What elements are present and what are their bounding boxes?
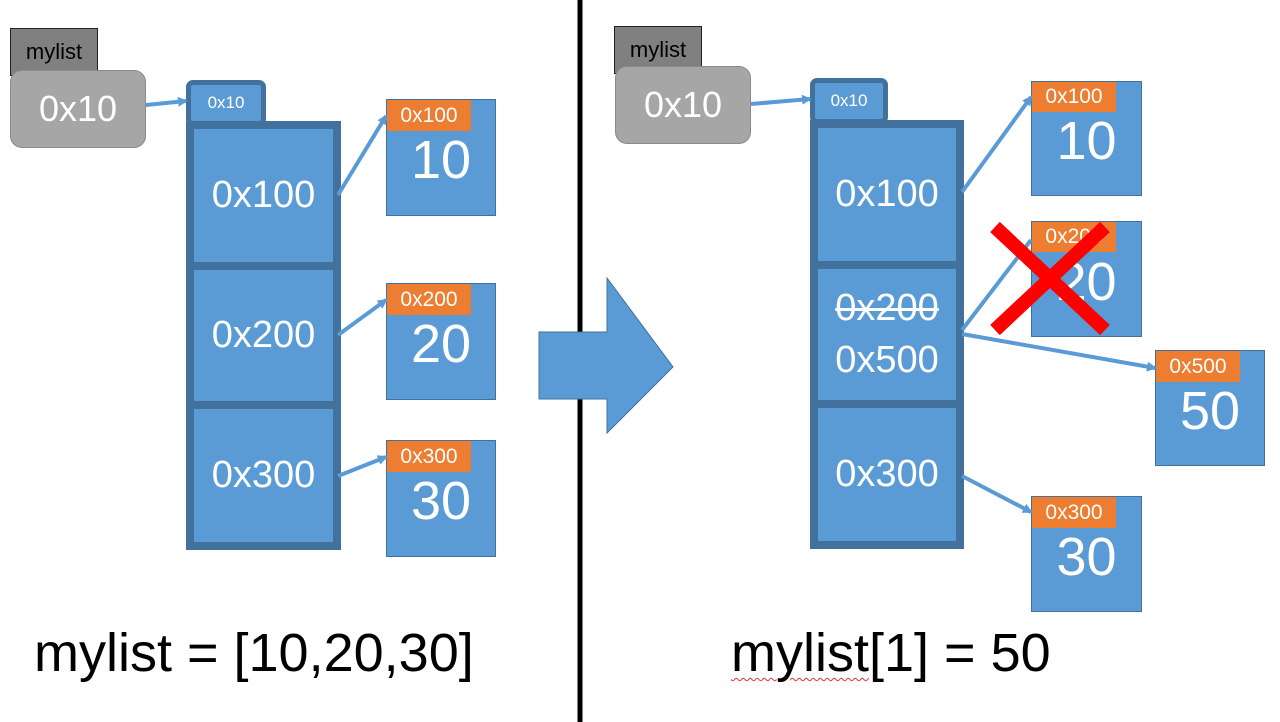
variable-reference-box: 0x10 [10, 70, 146, 148]
int-object-value: 30 [410, 471, 472, 531]
right-block-arrow-icon [538, 276, 674, 435]
list-slot-1: 0x200 0x500 [818, 269, 956, 400]
int-object-value: 10 [1056, 111, 1117, 171]
reference-arrow [336, 298, 388, 337]
reference-arrow [960, 95, 1033, 194]
reference-arrow [145, 96, 188, 107]
new-reference: 0x500 [835, 338, 939, 381]
list-slot-0: 0x100 [818, 128, 956, 261]
int-object-address: 0x200 [387, 284, 471, 315]
list-slot-2: 0x300 [818, 408, 956, 541]
int-object-value: 20 [1056, 252, 1117, 312]
list-slot-1: 0x200 [194, 270, 333, 401]
int-object-value: 50 [1179, 381, 1241, 441]
int-object-address: 0x500 [1156, 351, 1240, 382]
list-object-address: 0x10 [810, 78, 888, 124]
int-object-value: 30 [1056, 527, 1117, 587]
replaced-reference: 0x200 [835, 286, 939, 329]
int-object-address: 0x300 [1032, 497, 1116, 528]
int-object-address: 0x100 [387, 100, 471, 131]
list-object-address: 0x10 [186, 80, 266, 126]
caption-assignment: [1] = 50 [868, 623, 1051, 683]
int-object-value: 20 [410, 314, 472, 374]
variable-reference-box: 0x10 [615, 66, 751, 144]
int-object-address: 0x200 [1032, 222, 1116, 252]
reference-arrow [336, 114, 388, 197]
stale-reference-line [960, 238, 1033, 332]
int-object-address: 0x100 [1032, 82, 1116, 112]
list-slot-2: 0x300 [194, 409, 333, 542]
variable-name-tag: mylist [10, 28, 98, 76]
reference-arrow [961, 332, 1157, 372]
reference-arrow [961, 474, 1033, 514]
reference-arrow [337, 455, 388, 478]
list-slot-0: 0x100 [194, 129, 333, 262]
reference-arrow [750, 94, 812, 106]
spellcheck-flagged-word: mylist [731, 623, 869, 683]
right-caption-code: mylist[1] = 50 [731, 622, 1051, 684]
left-caption-code: mylist = [10,20,30] [34, 623, 474, 683]
int-object-value: 10 [410, 130, 472, 190]
int-object-address: 0x300 [387, 441, 471, 472]
